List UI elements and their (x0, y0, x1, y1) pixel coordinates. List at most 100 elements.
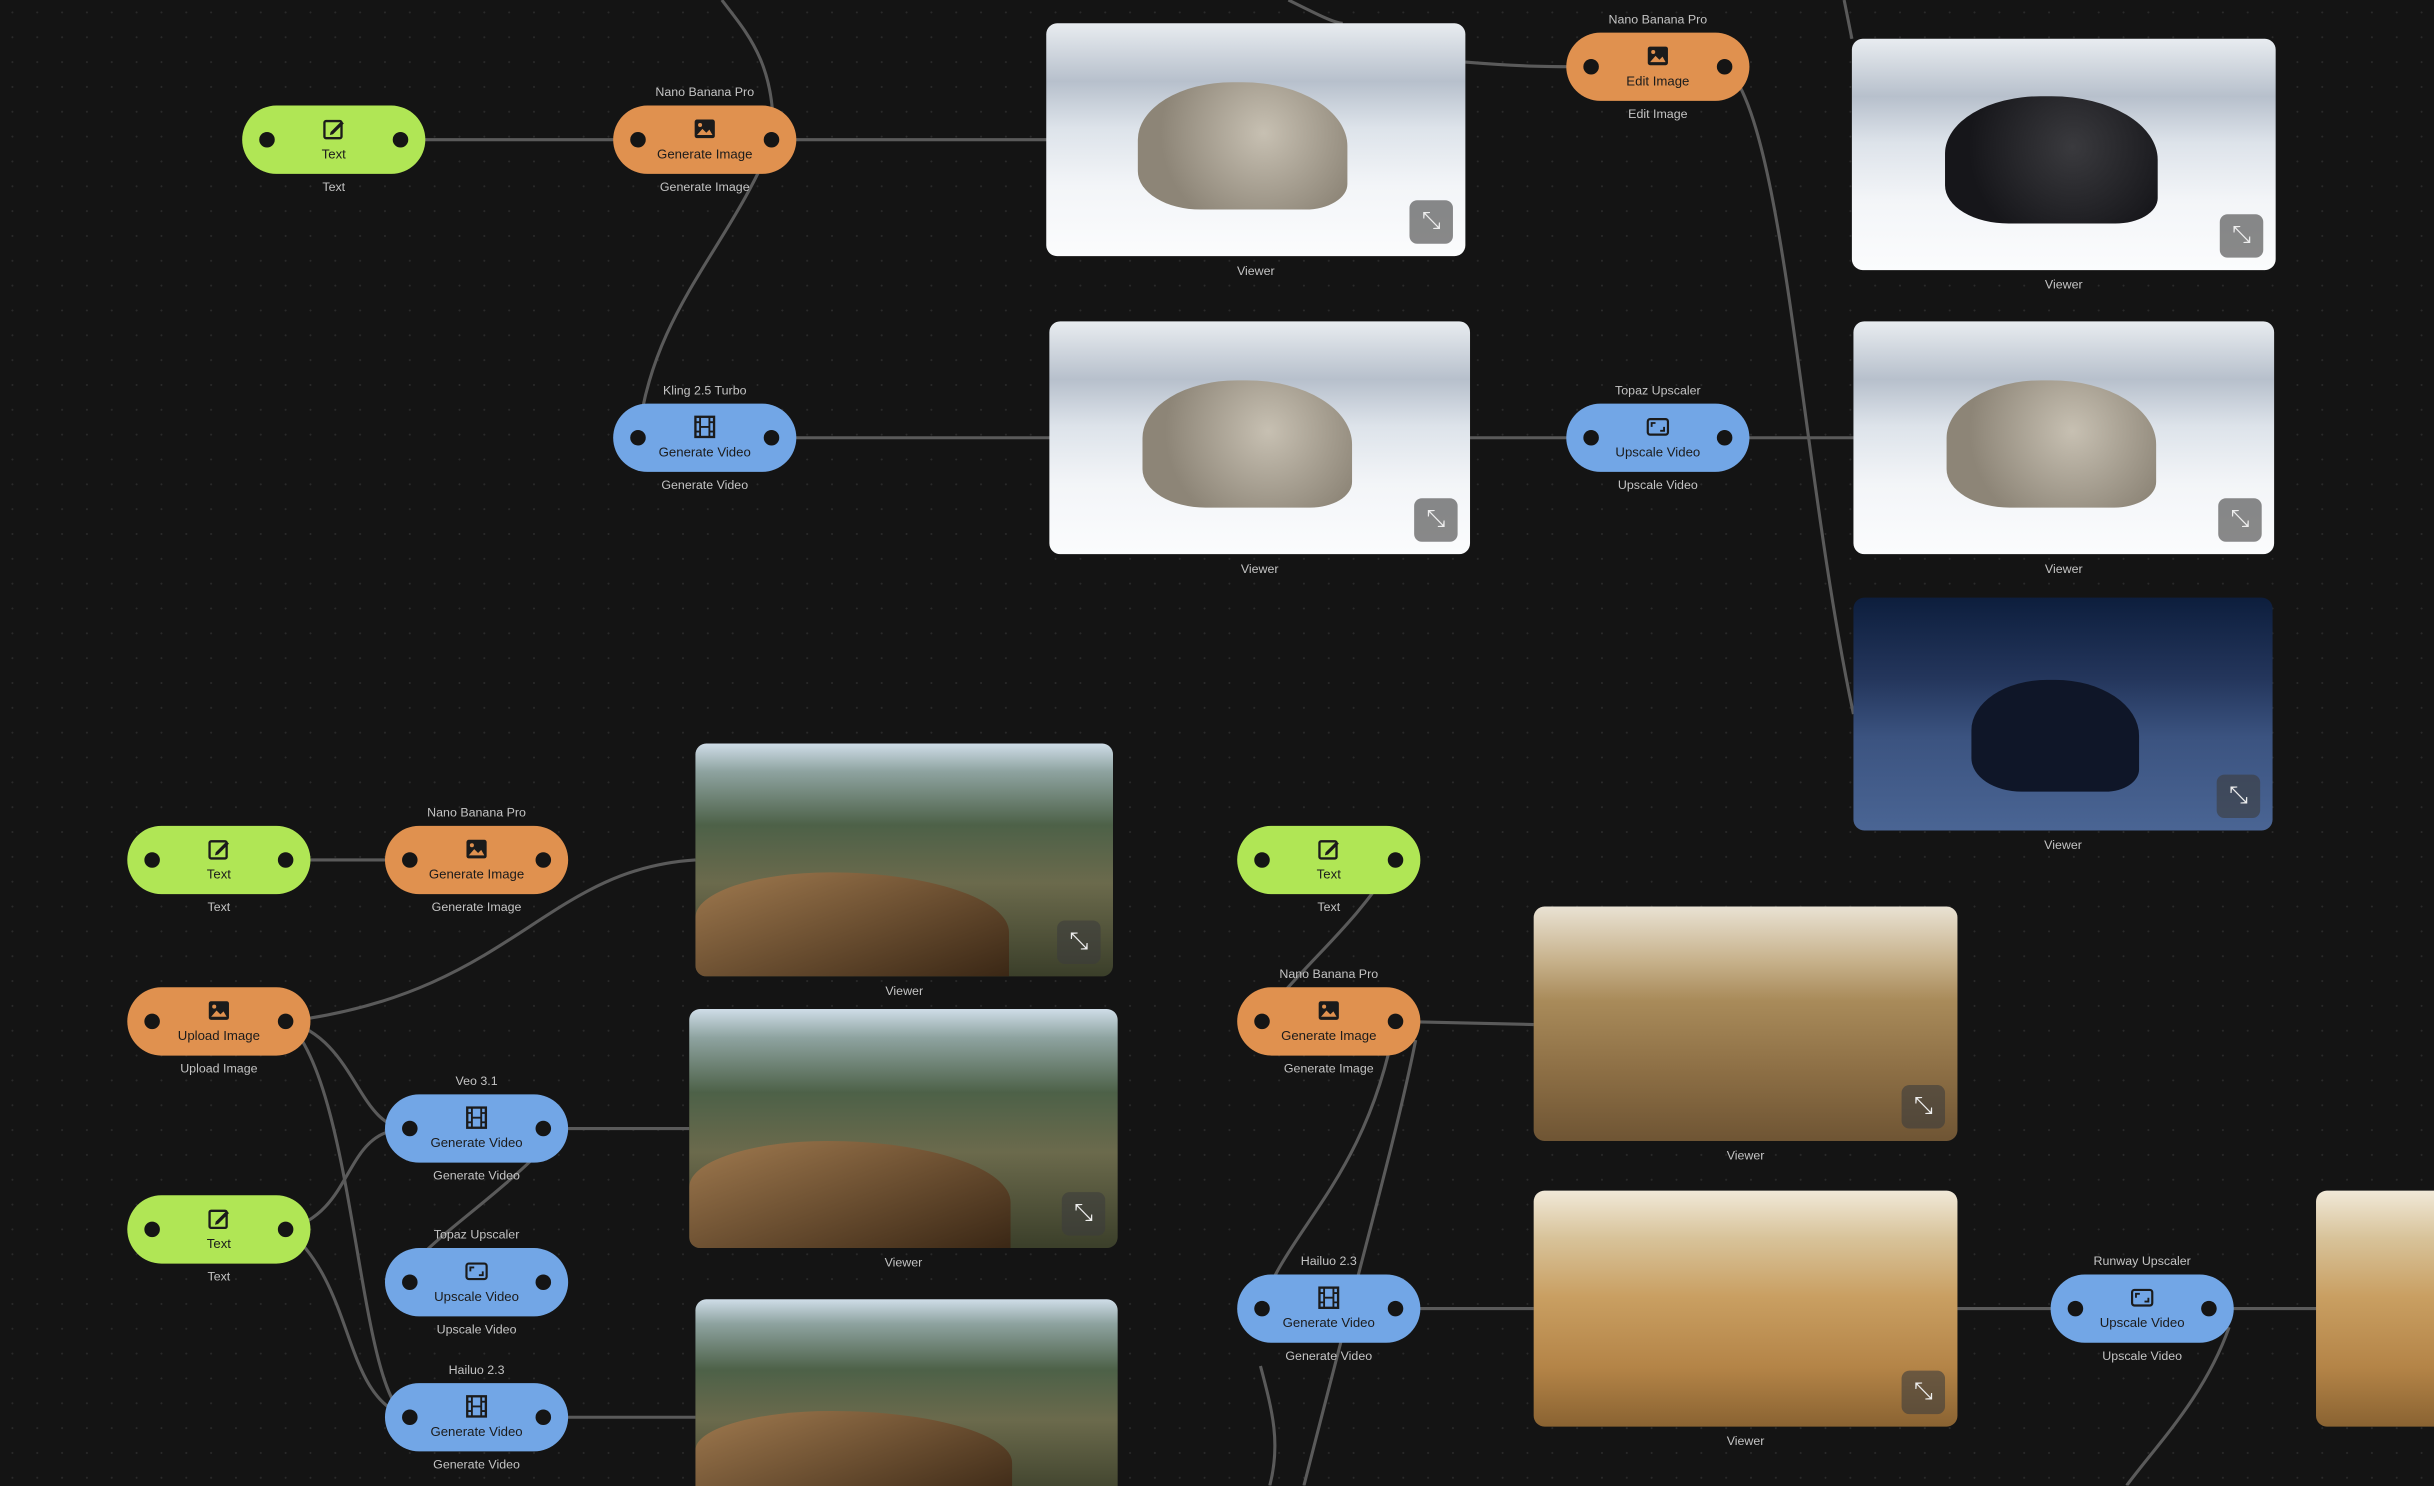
viewer-caption: Viewer (884, 1255, 923, 1270)
output-port[interactable] (277, 852, 294, 868)
input-port[interactable] (402, 1120, 418, 1137)
node-n4[interactable]: Generate Video (613, 403, 797, 472)
output-port[interactable] (535, 1409, 552, 1426)
input-port[interactable] (144, 852, 160, 868)
node-n3[interactable]: Edit Image (1566, 32, 1750, 101)
output-port[interactable] (277, 1221, 294, 1238)
animal-shape (1141, 379, 1353, 508)
viewer-preview[interactable]: ⤡ (695, 743, 1113, 977)
node-n15[interactable]: Generate Video (1237, 1274, 1421, 1343)
expand-icon[interactable]: ⤡ (1061, 1192, 1106, 1236)
node-caption: Text (207, 1269, 231, 1284)
edge (1725, 65, 1855, 715)
input-port[interactable] (1583, 58, 1599, 75)
expand-icon[interactable]: ⤡ (2219, 214, 2264, 258)
input-port[interactable] (630, 429, 646, 446)
input-port[interactable] (144, 1013, 160, 1030)
image-icon (464, 837, 489, 862)
output-port[interactable] (535, 852, 552, 868)
viewer-preview[interactable]: ⤡ (1533, 1190, 1958, 1427)
node-n14[interactable]: Generate Image (1237, 987, 1421, 1056)
viewer-preview[interactable]: ⤡ (1046, 23, 1466, 257)
output-port[interactable] (1387, 1300, 1404, 1317)
input-port[interactable] (402, 1409, 418, 1426)
expand-icon[interactable]: ⤡ (1409, 200, 1453, 244)
node-n2[interactable]: Generate Image (613, 105, 797, 174)
node-n13[interactable]: Text (1237, 825, 1421, 895)
node-caption: Generate Video (661, 478, 749, 493)
expand-icon[interactable]: ⤡ (1057, 920, 1101, 964)
film-icon (464, 1105, 489, 1130)
node-label: Upscale Video (1615, 443, 1701, 460)
output-port[interactable] (1387, 852, 1404, 868)
output-port[interactable] (1716, 429, 1733, 446)
eagle-wing-shape (695, 871, 1009, 977)
node-n5[interactable]: Upscale Video (1566, 403, 1750, 472)
node-model-label: Topaz Upscaler (1615, 383, 1701, 398)
output-port[interactable] (1387, 1013, 1404, 1030)
node-label: Text (1316, 866, 1341, 882)
viewer-preview[interactable]: ⤡ (689, 1008, 1118, 1249)
input-port[interactable] (402, 1274, 418, 1290)
viewer-caption: Viewer (1240, 561, 1279, 576)
input-port[interactable] (2067, 1300, 2084, 1317)
input-port[interactable] (259, 131, 275, 148)
output-port[interactable] (763, 429, 780, 446)
expand-icon[interactable]: ⤡ (1901, 1370, 1946, 1415)
expand-icon[interactable]: ⤡ (2216, 774, 2261, 819)
node-caption: Generate Video (1285, 1348, 1373, 1363)
viewer-preview[interactable]: ⤡ (1853, 597, 2273, 831)
output-port[interactable] (763, 131, 780, 148)
viewer-preview[interactable]: ⤡ (1853, 321, 2275, 555)
viewer-caption: Viewer (2044, 838, 2082, 853)
node-model-label: Nano Banana Pro (1608, 12, 1708, 27)
input-port[interactable] (1254, 1300, 1270, 1317)
input-port[interactable] (1254, 1013, 1270, 1030)
input-port[interactable] (402, 852, 418, 868)
edge (1287, 0, 1343, 25)
node-n8[interactable]: Upload Image (127, 987, 311, 1056)
node-caption: Generate Video (433, 1457, 520, 1472)
input-port[interactable] (144, 1221, 160, 1238)
output-port[interactable] (1716, 58, 1733, 75)
node-label: Upscale Video (434, 1288, 519, 1304)
input-port[interactable] (1583, 429, 1599, 446)
output-port[interactable] (392, 131, 409, 148)
edge (1842, 0, 1854, 40)
expand-icon[interactable]: ⤡ (1901, 1085, 1946, 1129)
node-n12[interactable]: Generate Video (384, 1383, 569, 1452)
edge (286, 1020, 409, 1419)
output-port[interactable] (277, 1013, 294, 1030)
viewer-preview[interactable]: ⤡ (1851, 38, 2276, 271)
output-port[interactable] (535, 1274, 552, 1290)
viewer-caption: Viewer (2044, 277, 2083, 292)
output-port[interactable] (2201, 1300, 2217, 1317)
viewer-preview[interactable] (695, 1299, 1118, 1486)
viewer-preview[interactable] (2316, 1190, 2434, 1427)
node-model-label: Nano Banana Pro (655, 85, 755, 100)
node-n1[interactable]: Text (242, 105, 426, 174)
node-caption: Generate Video (433, 1168, 520, 1183)
expand-icon[interactable]: ⤡ (2218, 498, 2262, 542)
node-n7[interactable]: Generate Image (384, 825, 569, 895)
node-caption: Generate Image (1283, 1061, 1374, 1076)
node-n6[interactable]: Text (127, 825, 311, 895)
viewer-preview[interactable]: ⤡ (1533, 906, 1958, 1141)
edge (418, 1147, 545, 1259)
node-n11[interactable]: Upscale Video (384, 1248, 569, 1317)
expand-icon[interactable]: ⤡ (1414, 498, 1458, 542)
node-model-label: Nano Banana Pro (1279, 967, 1379, 982)
viewer-preview[interactable]: ⤡ (1049, 321, 1471, 555)
node-model-label: Runway Upscaler (2093, 1254, 2191, 1269)
edit-icon (1316, 837, 1341, 862)
edge (286, 1228, 409, 1419)
node-n16[interactable]: Upscale Video (2050, 1274, 2234, 1343)
viewer-caption: Viewer (1236, 263, 1275, 278)
node-caption: Generate Image (431, 900, 522, 915)
input-port[interactable] (630, 131, 646, 148)
node-n9[interactable]: Generate Video (384, 1094, 569, 1163)
input-port[interactable] (1254, 852, 1270, 868)
output-port[interactable] (535, 1120, 552, 1137)
node-n10[interactable]: Text (127, 1195, 311, 1264)
